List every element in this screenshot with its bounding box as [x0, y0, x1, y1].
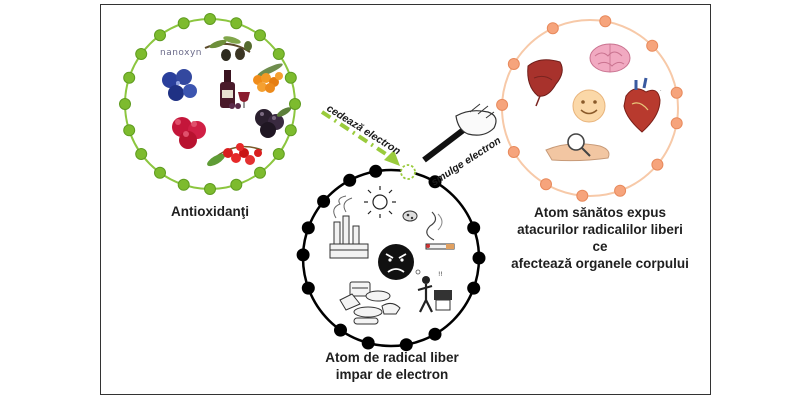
junk-food-icon	[339, 281, 401, 325]
antioxidant-electron	[204, 183, 216, 195]
healthy-electron	[646, 39, 659, 52]
radical-electron	[334, 323, 347, 337]
antioxidant-electron	[284, 124, 297, 137]
steal-electron-label: smulge electron	[429, 135, 503, 189]
antioxidant-electron	[154, 29, 166, 42]
donate-arrow	[320, 110, 400, 166]
free-radical-atom: !!	[296, 164, 486, 352]
antioxidants-label-text: Antioxidanţi	[171, 204, 249, 219]
radical-electron	[472, 251, 486, 265]
antioxidant-electron	[154, 166, 166, 179]
antioxidant-electron	[177, 178, 190, 191]
healthy-electron	[496, 98, 509, 111]
antioxidant-electron	[289, 98, 301, 110]
antioxidant-electron	[123, 71, 136, 84]
svg-text:·: ·	[660, 88, 662, 94]
gloved-hand-icon	[422, 103, 497, 163]
antioxidant-electron	[272, 48, 285, 60]
missing-electron	[400, 164, 416, 180]
healthy-electron	[507, 146, 520, 158]
brand-logo: nanoxyn	[160, 48, 203, 58]
healthy-electron	[599, 15, 612, 28]
antioxidant-electron	[135, 148, 148, 160]
svg-text:!!: !!	[438, 271, 443, 278]
antioxidant-electron	[254, 29, 266, 42]
sea-buckthorn-icon	[253, 63, 283, 93]
raspberries-icon	[172, 117, 206, 149]
antioxidant-electron	[272, 148, 285, 160]
radical-electron	[301, 221, 315, 235]
radical-electron	[428, 175, 442, 189]
healthy-electron	[576, 189, 589, 202]
healthy-atom: ·	[496, 15, 683, 202]
healthy-electron	[670, 86, 683, 99]
radical-electron	[296, 248, 310, 262]
radical-electron	[317, 194, 331, 208]
antioxidant-electron	[284, 71, 297, 84]
antioxidant-electrons	[119, 13, 301, 195]
healthy-atom-label-line: Atom sănătos expus	[533, 205, 667, 220]
smoking-icon	[425, 211, 455, 250]
radical-electron	[399, 338, 413, 352]
factory-icon	[329, 195, 369, 259]
radical-electron	[301, 281, 315, 295]
antioxidant-electron	[230, 17, 243, 30]
brain-icon	[589, 43, 631, 73]
bacteria-icon	[402, 210, 418, 222]
radical-electron	[361, 336, 375, 350]
blackberries-icon	[255, 107, 292, 138]
free-radical-label-line: impar de electron	[335, 367, 449, 382]
wine-bottle-icon	[220, 70, 250, 109]
free-radical-label: Atom de radical liber impar de electron	[312, 349, 472, 383]
healthy-electron	[540, 178, 552, 191]
antioxidant-electron	[119, 98, 131, 110]
antioxidant-electron	[135, 48, 148, 60]
smiley-face-icon	[572, 89, 606, 123]
antioxidants-label: Antioxidanţi	[135, 203, 285, 220]
magnifier-skin-icon	[545, 133, 610, 162]
healthy-electrons	[496, 15, 683, 202]
red-currants-icon	[207, 143, 263, 167]
angry-face-icon	[378, 244, 414, 280]
healthy-electron	[614, 184, 627, 197]
sun-icon	[364, 186, 396, 218]
healthy-atom-label: Atom sănătos expus atacurilor radicalilo…	[510, 204, 690, 272]
antioxidant-electron	[230, 178, 243, 191]
radical-electron	[369, 164, 383, 178]
heart-icon: ·	[623, 77, 662, 133]
antioxidant-electron	[177, 17, 190, 30]
healthy-atom-label-line: afectează organele corpului	[511, 256, 689, 271]
radical-electron	[467, 281, 481, 295]
healthy-electron	[546, 22, 559, 35]
healthy-electron	[507, 58, 520, 70]
liver-icon	[527, 59, 563, 107]
blueberries-icon	[162, 69, 197, 101]
radical-electron	[467, 221, 481, 235]
free-radical-label-line: Atom de radical liber	[325, 350, 459, 365]
healthy-atom-label-line: atacurilor radicalilor liberi ce	[517, 222, 683, 254]
radical-electron	[428, 327, 442, 341]
antioxidant-electron	[254, 166, 266, 179]
stressed-worker-icon: !!	[415, 269, 452, 313]
donate-electron-label: cedează electron	[324, 102, 402, 157]
radical-electron	[343, 173, 357, 187]
antioxidant-electron	[123, 124, 136, 137]
antioxidant-atom	[119, 13, 301, 195]
healthy-electron	[670, 117, 683, 130]
healthy-electron	[651, 158, 664, 171]
antioxidant-electron	[204, 13, 216, 25]
radical-electrons	[296, 164, 486, 352]
olive-branch-icon	[204, 36, 252, 61]
